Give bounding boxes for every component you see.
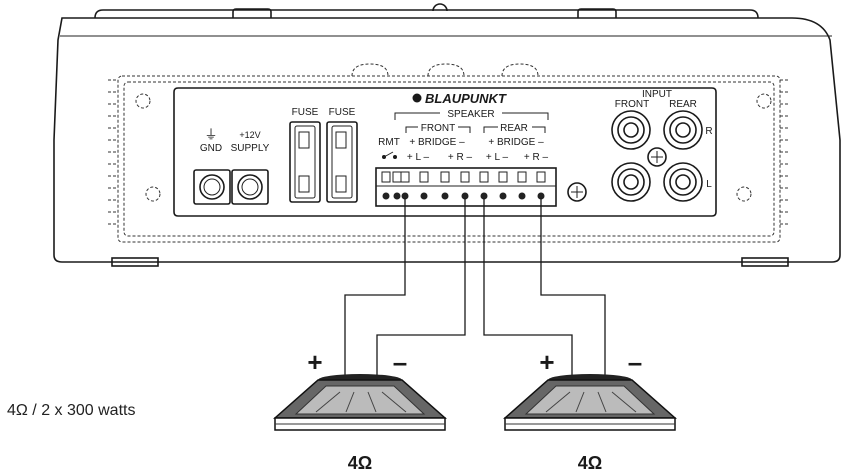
speaker-terminal-screw xyxy=(517,171,527,200)
fuse-2-label: FUSE xyxy=(329,107,356,118)
plus12v-label: +12V xyxy=(239,130,260,140)
power-terminals: ⏚ GND +12V SUPPLY xyxy=(193,127,270,205)
wire-right-speaker-minus xyxy=(540,198,606,376)
power-rating-caption: 4Ω / 2 x 300 watts xyxy=(7,402,136,419)
speaker-terminal-screw xyxy=(536,171,546,200)
supply-label: SUPPLY xyxy=(231,143,270,154)
wire-left-speaker-minus xyxy=(376,198,466,376)
input-r-label: R xyxy=(705,126,712,137)
speaker-wires xyxy=(344,198,606,376)
rca-center-screw-icon xyxy=(647,147,667,167)
speaker-terminal-screw xyxy=(381,171,391,200)
rear-l-label: + L – xyxy=(486,152,509,163)
front-label: FRONT xyxy=(421,123,455,134)
input-rear-label: REAR xyxy=(669,99,697,110)
speaker-terminal-screw xyxy=(440,171,450,200)
rca-inputs: INPUT FRONT REAR R L xyxy=(611,89,713,202)
brand-name: BLAUPUNKT xyxy=(425,91,507,106)
speaker-terminal-screw xyxy=(460,171,470,200)
rmt-label: RMT xyxy=(378,137,400,148)
speaker-terminal-labels: SPEAKER FRONT REAR + BRIDGE – + BRIDGE –… xyxy=(378,107,549,163)
speaker-left-impedance: 4Ω xyxy=(348,453,372,473)
wire-left-speaker-plus xyxy=(344,198,406,376)
rca-rear-l-jack xyxy=(663,162,703,202)
gnd-label: GND xyxy=(200,143,222,154)
wire-right-speaker-plus xyxy=(483,198,573,376)
amplifier-housing xyxy=(53,3,841,267)
rear-r-label: + R – xyxy=(524,152,549,163)
speaker-label: SPEAKER xyxy=(447,109,494,120)
bridge-rear-label: + BRIDGE – xyxy=(488,137,544,148)
bridge-front-label: + BRIDGE – xyxy=(409,137,465,148)
rca-front-l-jack xyxy=(611,162,651,202)
front-r-label: + R – xyxy=(448,152,473,163)
speaker-left-minus: – xyxy=(393,347,407,377)
speaker-terminal-screw xyxy=(419,171,429,200)
rca-rear-r-jack xyxy=(663,110,703,150)
connector-panel xyxy=(173,87,717,217)
brand-logo: BLAUPUNKT xyxy=(412,91,507,106)
input-l-label: L xyxy=(706,179,712,190)
rear-label: REAR xyxy=(500,123,528,134)
front-l-label: + L – xyxy=(407,152,430,163)
panel-screw-icon xyxy=(567,182,587,202)
speaker-left-plus: + xyxy=(307,347,322,377)
speaker-terminal-screw xyxy=(498,171,508,200)
speaker-left: + – 4Ω xyxy=(273,347,447,473)
input-label: INPUT xyxy=(642,89,672,100)
speaker-right-minus: – xyxy=(628,347,642,377)
speaker-right-impedance: 4Ω xyxy=(578,453,602,473)
fuse-1-label: FUSE xyxy=(292,107,319,118)
speaker-right: + – 4Ω xyxy=(503,347,677,473)
speaker-terminal-screw xyxy=(400,171,410,200)
rca-front-r-jack xyxy=(611,110,651,150)
speaker-right-plus: + xyxy=(539,347,554,377)
fuses: FUSE FUSE xyxy=(289,107,358,203)
remote-switch-icon xyxy=(382,151,397,159)
speaker-terminal-screw xyxy=(479,171,489,200)
speaker-terminal-block xyxy=(375,167,557,207)
ground-icon: ⏚ xyxy=(204,127,217,142)
input-front-label: FRONT xyxy=(615,99,649,110)
